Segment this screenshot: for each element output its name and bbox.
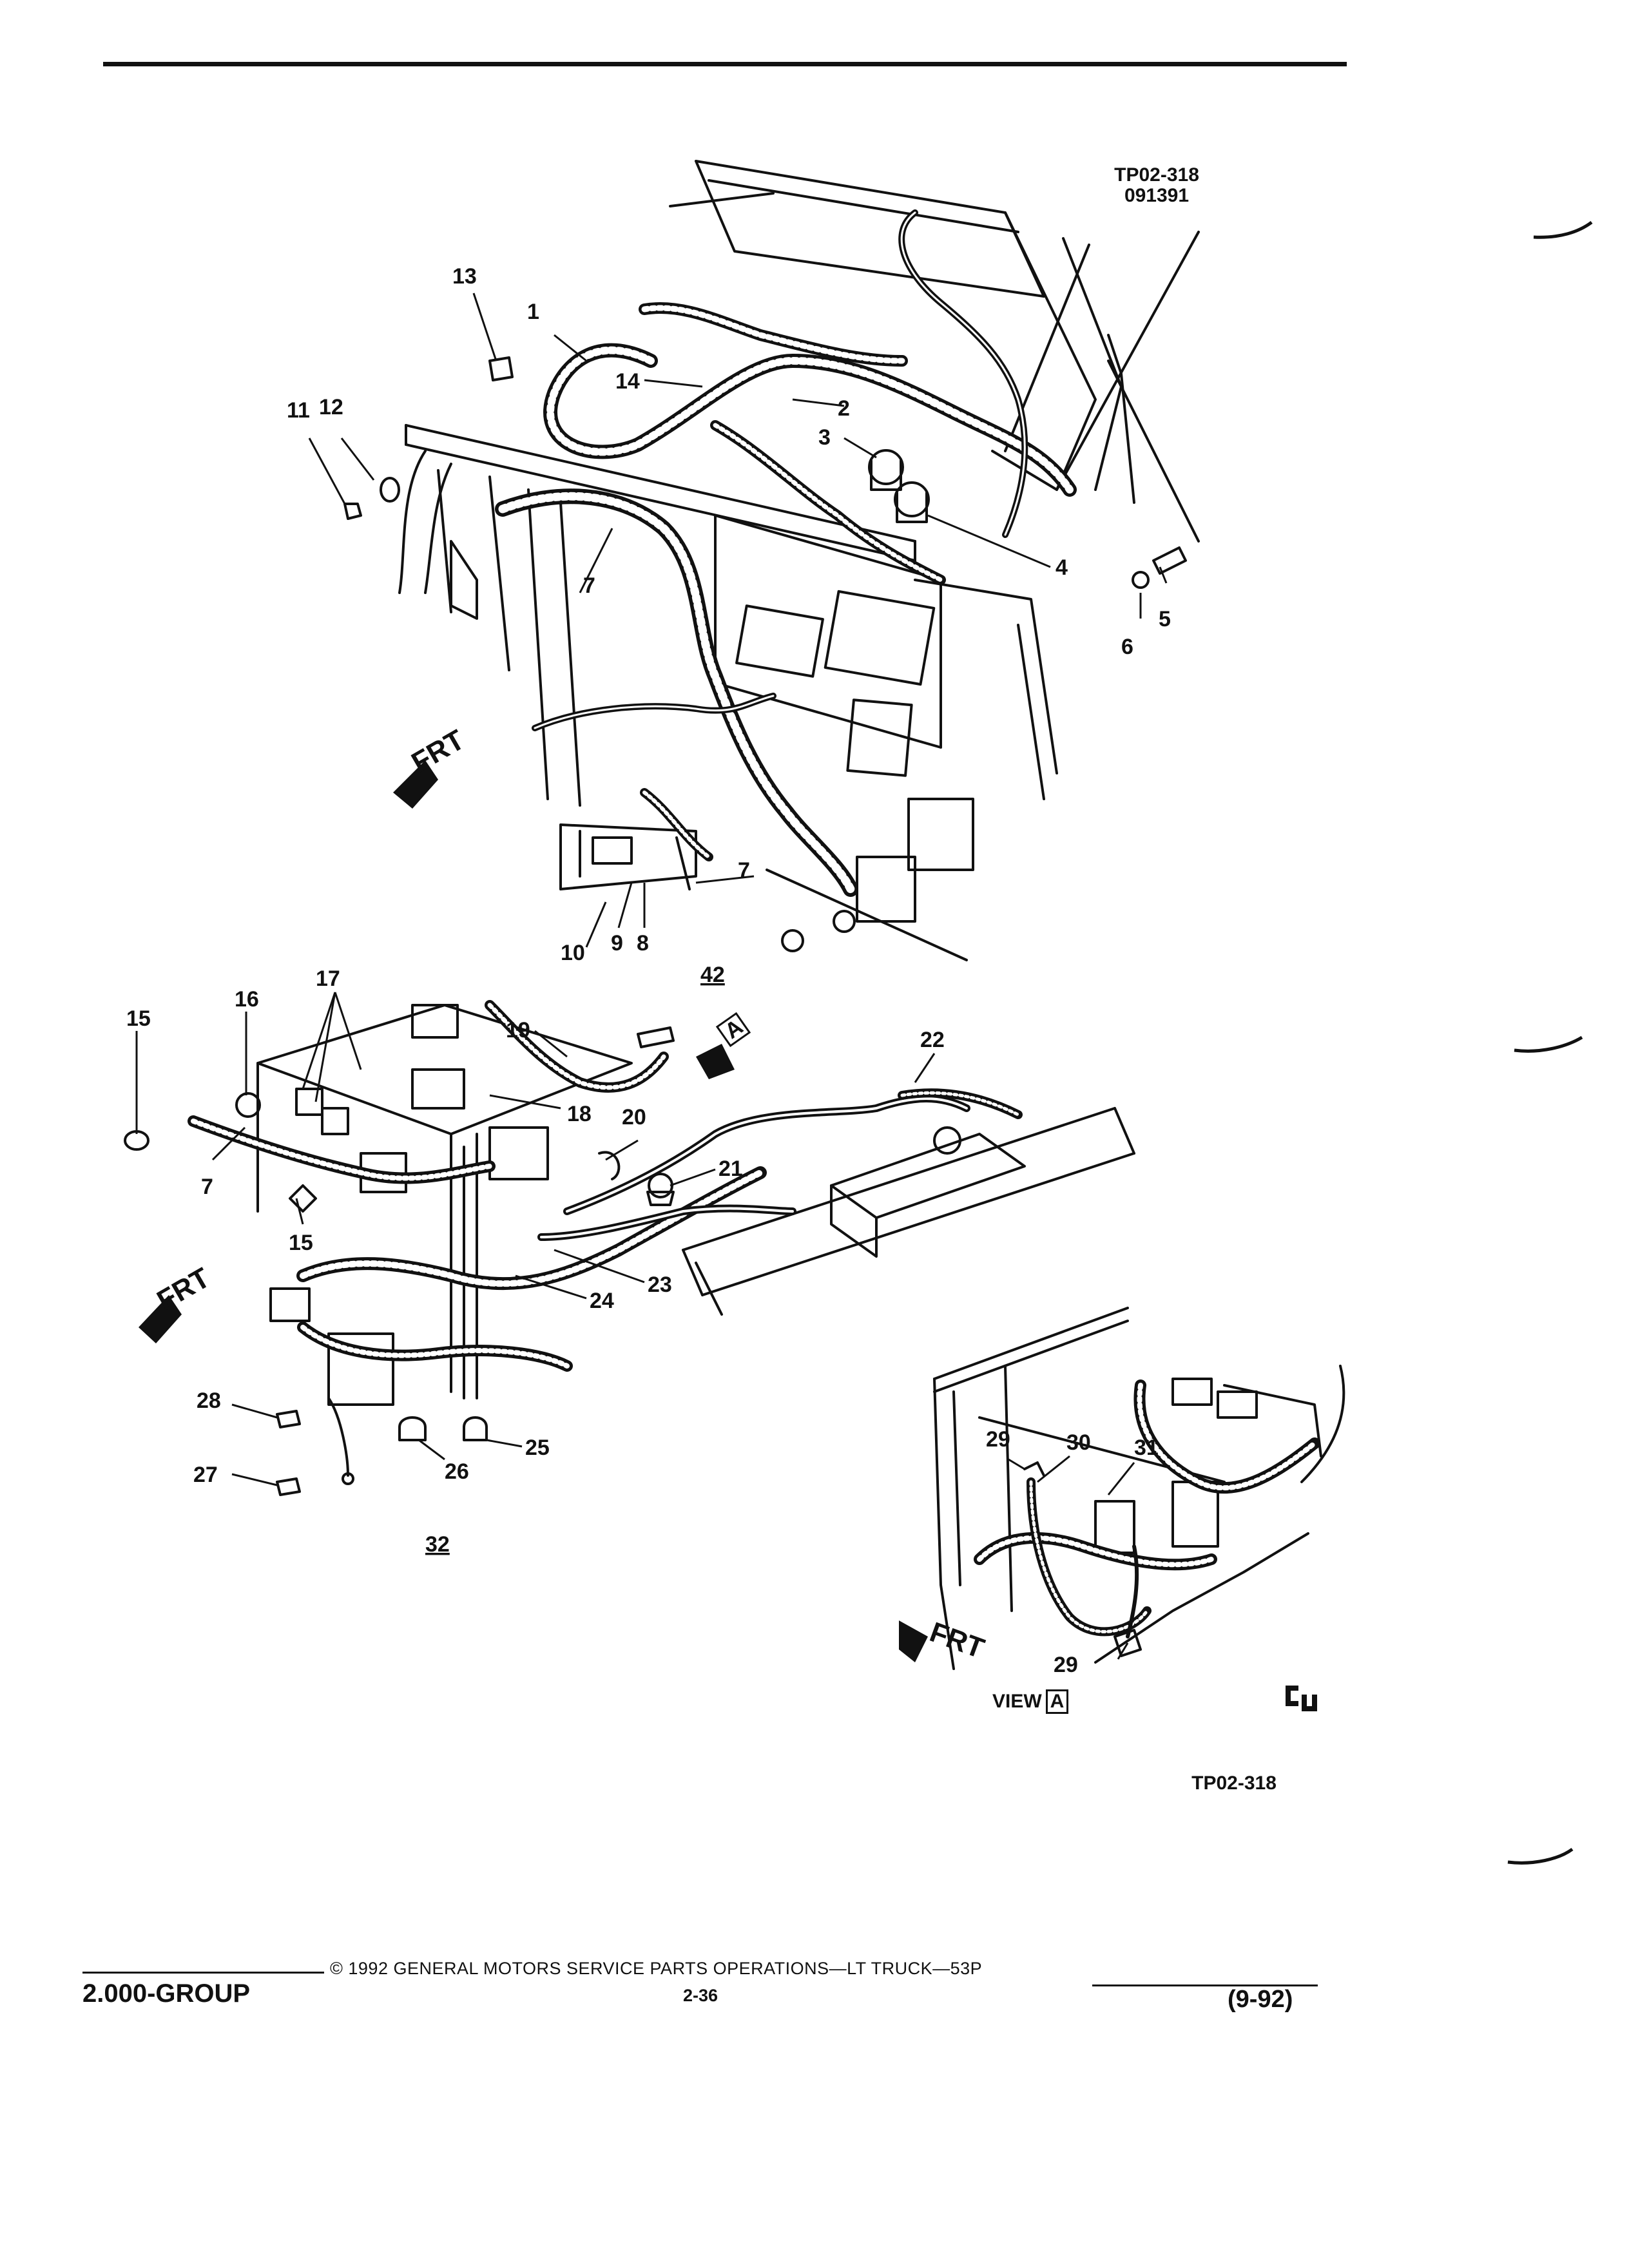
- top-rule: [103, 62, 1347, 66]
- figure-code-header: TP02-318 091391: [1095, 165, 1218, 206]
- callout-8: 8: [637, 931, 649, 956]
- figure-date: 091391: [1124, 185, 1190, 206]
- footer-rule-left: [82, 1972, 324, 1974]
- callout-3: 3: [818, 425, 831, 450]
- callout-5: 5: [1159, 607, 1171, 631]
- sub-figure-42: 42: [700, 963, 725, 987]
- callout-27: 27: [193, 1463, 218, 1487]
- footer-rule-right: [1092, 1984, 1318, 1986]
- leader-lines: [135, 293, 1168, 1660]
- callout-18: 18: [567, 1102, 592, 1126]
- callout-29-top: 29: [986, 1427, 1010, 1452]
- view-prefix: VIEW: [992, 1691, 1042, 1712]
- callout-15-top: 15: [126, 1006, 151, 1031]
- view-a-pointer-icon: A: [696, 1012, 751, 1079]
- footer-group: 2.000-GROUP: [82, 1979, 251, 2008]
- lower-harness: [188, 1000, 1023, 1372]
- callout-16: 16: [235, 987, 259, 1012]
- callout-13: 13: [452, 264, 477, 289]
- footer-page-number: 2-36: [683, 1986, 718, 2005]
- sub-figure-32: 32: [425, 1532, 450, 1557]
- callout-15-bottom: 15: [289, 1231, 313, 1255]
- callout-1: 1: [527, 300, 539, 324]
- frt-label-view: FRT: [926, 1616, 988, 1664]
- frt-arrow-icon: FRT: [899, 1616, 988, 1665]
- callout-24: 24: [590, 1289, 614, 1313]
- callout-30: 30: [1066, 1430, 1091, 1455]
- callout-19: 19: [506, 1018, 530, 1043]
- callout-2: 2: [838, 396, 850, 421]
- callout-7-lower: 7: [201, 1175, 213, 1199]
- callout-21: 21: [718, 1157, 743, 1181]
- margin-marks: [1507, 220, 1593, 1865]
- callout-7-upper: 7: [583, 573, 595, 598]
- callout-22: 22: [920, 1028, 945, 1052]
- callout-28: 28: [197, 1389, 221, 1413]
- callout-4: 4: [1055, 555, 1068, 580]
- callout-26: 26: [445, 1459, 469, 1484]
- callout-11: 11: [287, 398, 310, 423]
- frt-arrow-icon: FRT: [393, 724, 470, 809]
- figure-code: TP02-318: [1114, 164, 1199, 186]
- callout-25: 25: [525, 1436, 550, 1460]
- view-letter-box: A: [1045, 1689, 1069, 1714]
- callouts: 1 2 3 4 5 6 7 7 7 8 9 10 11 12 13 14 15 …: [126, 264, 1171, 1677]
- callout-20: 20: [622, 1105, 646, 1129]
- upper-harness: [495, 209, 1077, 897]
- callout-17: 17: [316, 966, 340, 991]
- frt-arrow-icon: FRT: [139, 1262, 215, 1343]
- callout-7-bracket: 7: [738, 858, 750, 883]
- callout-12: 12: [319, 395, 343, 419]
- footer-copyright: © 1992 GENERAL MOTORS SERVICE PARTS OPER…: [330, 1959, 983, 1978]
- callout-14: 14: [615, 369, 640, 394]
- footer-revision: (9-92): [1228, 1986, 1293, 2013]
- view-a-harness: [974, 1379, 1320, 1639]
- figure-code-bottom: TP02-318: [1191, 1773, 1277, 1794]
- callout-31: 31: [1134, 1436, 1159, 1460]
- callout-10: 10: [561, 941, 585, 965]
- gm-logo-icon: [1286, 1686, 1317, 1711]
- callout-9: 9: [611, 931, 623, 956]
- callout-6: 6: [1121, 635, 1133, 659]
- callout-29-bottom: 29: [1054, 1653, 1078, 1677]
- callout-23: 23: [648, 1273, 672, 1297]
- view-a-pointer-letter: A: [720, 1015, 747, 1044]
